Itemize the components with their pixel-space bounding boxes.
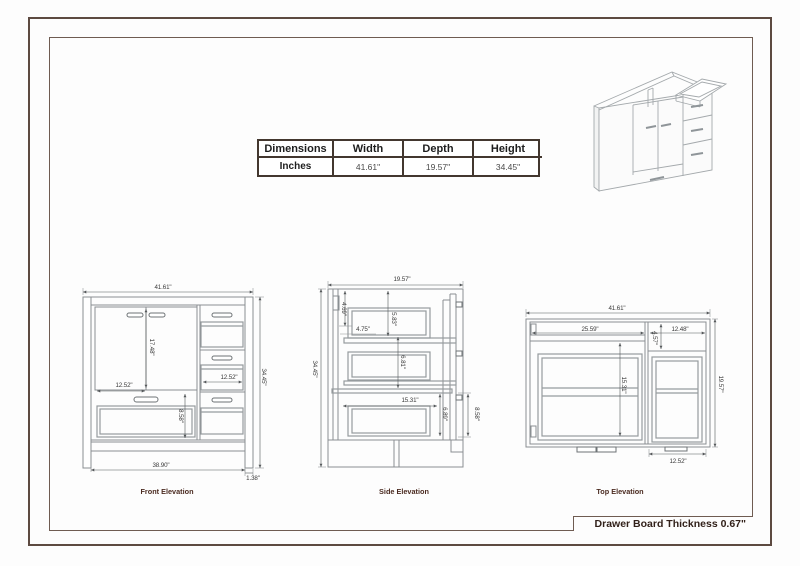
- top-right-section-dim: 12.48": [671, 326, 688, 333]
- side-top-drawer-depth-dim: 5.83": [390, 312, 397, 326]
- title-block: Drawer Board Thickness 0.67": [573, 516, 753, 531]
- top-depth-dim: 19.57": [717, 375, 724, 392]
- top-right-drawer-width-dim: 12.52": [669, 458, 686, 465]
- front-height-dim: 34.45": [260, 368, 267, 385]
- table-header-width: Width: [334, 141, 404, 158]
- top-width-dim: 41.61": [608, 305, 625, 312]
- table-height-value: 34.45": [495, 161, 521, 172]
- front-drawer-width-dim: 12.52": [220, 374, 237, 381]
- isometric-view: [593, 71, 728, 192]
- top-right-depth-dim: 4.57": [651, 331, 658, 345]
- table-width-value: 41.61": [334, 158, 404, 175]
- side-front-gap-dim: 4.75": [356, 326, 370, 333]
- side-height-dim: 34.45": [311, 360, 318, 377]
- sheet-outer-border: [28, 17, 772, 546]
- side-elevation-label: Side Elevation: [379, 487, 429, 496]
- front-width-dim: 41.61": [154, 284, 171, 291]
- front-elevation-view: 41.61" 34.45" 17.48" 12.52" 12.52" 8.58"…: [82, 284, 267, 496]
- side-drawer-front-height-dim: 8.58": [473, 407, 480, 421]
- table-header-dimensions: Dimensions: [259, 141, 334, 158]
- side-mid-drawer-dim: 6.81": [399, 355, 406, 369]
- front-base-width-dim: 38.90": [152, 462, 169, 469]
- side-inner-height-dim: 6.89": [441, 407, 448, 421]
- drawer-board-thickness-note: Drawer Board Thickness 0.67": [594, 518, 746, 530]
- top-drawer-depth-dim: 15.31": [620, 376, 627, 393]
- front-elevation-label: Front Elevation: [140, 487, 193, 496]
- front-door-width-dim: 12.52": [115, 382, 132, 389]
- table-header-depth: Depth: [404, 141, 474, 158]
- side-back-gap-dim: 4.69": [340, 302, 347, 316]
- front-door-height-dim: 17.48": [148, 338, 155, 355]
- side-drawer-depth-dim: 15.31": [401, 397, 418, 404]
- table-header-height: Height: [474, 141, 542, 158]
- front-bottom-drawer-height-dim: 8.58": [177, 409, 184, 423]
- side-depth-dim: 19.57": [393, 276, 410, 283]
- sheet-inner-border: [49, 37, 753, 531]
- top-elevation-view: 41.61" 25.59" 12.48" 4.57" 15.31" 19.57"…: [525, 305, 724, 496]
- dimensions-table: Dimensions Width Depth Height Inches 41.…: [257, 139, 542, 177]
- table-row-label: Inches: [259, 158, 334, 175]
- front-leg-width-dim: 1.38": [246, 475, 260, 482]
- top-elevation-label: Top Elevation: [596, 487, 643, 496]
- side-elevation-view: 19.57" 34.45" 4.69" 5.83" 4.75" 6.81" 15…: [311, 276, 480, 496]
- table-depth-value: 19.57": [404, 158, 474, 175]
- top-left-section-dim: 25.59": [581, 326, 598, 333]
